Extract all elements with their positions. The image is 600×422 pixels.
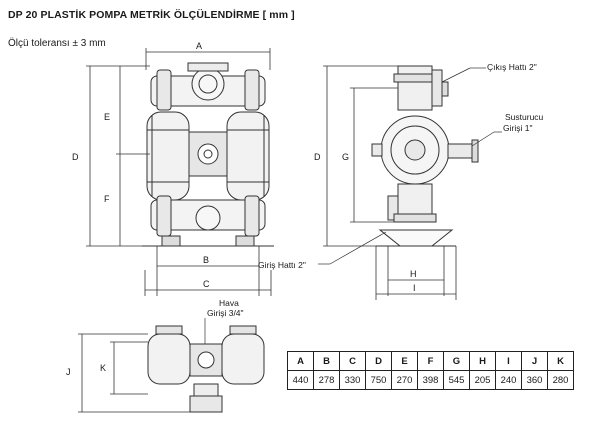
dim-label-e: E — [104, 112, 110, 122]
dim-label-f: F — [104, 194, 110, 204]
table-header: G — [443, 351, 470, 371]
side-view-dimensions — [323, 65, 457, 300]
table-header-row: A B C D E F G H I J K — [287, 351, 574, 371]
table-cell: 440 — [287, 370, 314, 390]
table-header: D — [365, 351, 392, 371]
air-callout-line2: Girişi 3/4" — [207, 308, 244, 318]
front-view-dimensions — [86, 48, 272, 296]
table-cell: 398 — [417, 370, 444, 390]
callout-leaders — [204, 67, 502, 352]
table-header: B — [313, 351, 340, 371]
dim-label-b: B — [203, 255, 209, 265]
table-header: E — [391, 351, 418, 371]
dimension-table: A B C D E F G H I J K 440 278 330 750 27… — [287, 351, 574, 390]
dim-label-g: G — [342, 152, 349, 162]
inlet-callout: Giriş Hattı 2" — [258, 260, 306, 270]
dim-label-d: D — [72, 152, 79, 162]
table-cell: 360 — [521, 370, 548, 390]
table-cell: 240 — [495, 370, 522, 390]
table-cell: 750 — [365, 370, 392, 390]
dim-label-c: C — [203, 279, 210, 289]
dim-label-d-side: D — [314, 152, 321, 162]
table-cell: 205 — [469, 370, 496, 390]
table-header: K — [547, 351, 574, 371]
table-value-row: 440 278 330 750 270 398 545 205 240 360 … — [287, 370, 574, 390]
dim-label-a: A — [196, 41, 202, 51]
air-callout-line1: Hava — [219, 298, 239, 308]
table-header: H — [469, 351, 496, 371]
outlet-callout: Çıkış Hattı 2" — [487, 62, 537, 72]
silencer-callout-line2: Girişi 1" — [503, 123, 532, 133]
dimension-labels: A D E F B C D G H I J K — [66, 41, 417, 377]
side-view-pump — [371, 65, 479, 247]
callout-labels: Çıkış Hattı 2" Susturucu Girişi 1" Giriş… — [207, 62, 544, 318]
table-header: I — [495, 351, 522, 371]
table-header: J — [521, 351, 548, 371]
dim-label-j: J — [66, 367, 71, 377]
dim-label-k: K — [100, 363, 106, 373]
table-header: F — [417, 351, 444, 371]
table-header: A — [287, 351, 314, 371]
table-cell: 270 — [391, 370, 418, 390]
table-cell: 280 — [547, 370, 574, 390]
dim-label-i: I — [413, 283, 416, 293]
dim-label-h: H — [410, 269, 417, 279]
top-view-dimensions — [78, 333, 190, 413]
front-view-pump — [142, 62, 274, 247]
tolerance-note: Ölçü toleransı ± 3 mm — [8, 38, 106, 49]
table-cell: 330 — [339, 370, 366, 390]
top-view-pump — [147, 325, 265, 413]
table-cell: 278 — [313, 370, 340, 390]
table-cell: 545 — [443, 370, 470, 390]
silencer-callout-line1: Susturucu — [505, 112, 544, 122]
page-title: DP 20 PLASTİK POMPA METRİK ÖLÇÜLENDİRME … — [8, 9, 295, 21]
table-header: C — [339, 351, 366, 371]
